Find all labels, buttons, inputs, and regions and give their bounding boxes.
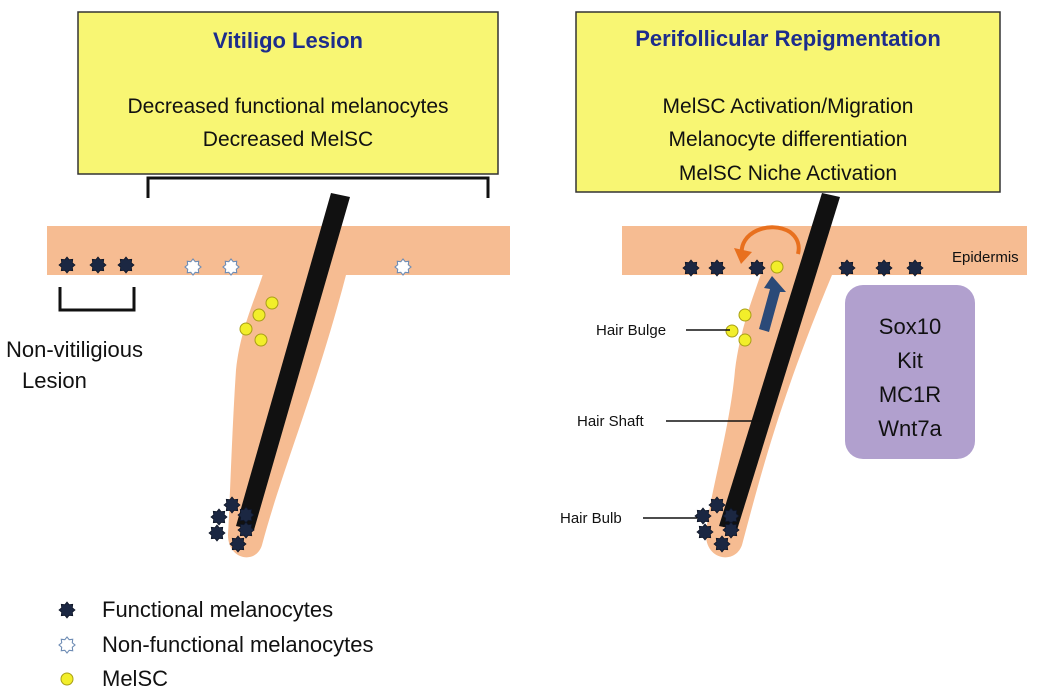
non-lesion-label-line-1: Non-vitiligious (6, 337, 143, 362)
non-lesion-label-line-2: Lesion (22, 368, 87, 393)
functional-melanocyte-icon (237, 506, 255, 524)
vitiligo-lesion-line-2: Decreased MelSC (203, 128, 373, 151)
gene-sox10: Sox10 (879, 314, 941, 339)
gene-kit: Kit (897, 348, 923, 373)
functional-melanocyte-icon (223, 496, 241, 514)
functional-melanocyte-icon (237, 521, 255, 539)
functional-melanocyte-icon (713, 535, 731, 553)
perifollicular-box (575, 11, 1001, 193)
functional-melanocyte-icon (117, 256, 135, 274)
lesion-bracket (146, 176, 490, 198)
differentiation-arrowhead-icon (734, 248, 752, 264)
left-panel: Vitiligo Lesion Decreased functional mel… (6, 11, 510, 558)
hair-bulge-label: Hair Bulge (596, 322, 666, 339)
hair-bulb-label: Hair Bulb (560, 510, 622, 527)
functional-melanocyte-icon (875, 259, 893, 277)
melsc-icon (738, 333, 752, 347)
gene-box (845, 285, 975, 459)
functional-melanocyte-icon (906, 259, 924, 277)
functional-melanocyte-icon (682, 259, 700, 277)
migration-arrow-icon (759, 276, 786, 332)
nonfunctional-melanocyte-icon (222, 258, 240, 276)
functional-melanocyte-icon (838, 259, 856, 277)
differentiation-arrow-icon (739, 225, 801, 257)
melsc-icon (738, 308, 752, 322)
legend-melsc-label: MelSC (102, 666, 168, 691)
functional-melanocyte-icon (208, 524, 226, 542)
functional-melanocyte-icon (58, 601, 76, 619)
functional-melanocyte-icon (708, 259, 726, 277)
epidermis-label: Epidermis (952, 249, 1019, 266)
melsc-icon (770, 260, 784, 274)
nonfunctional-melanocyte-icon (58, 636, 76, 654)
functional-melanocyte-icon (748, 259, 766, 277)
hair-shaft-label: Hair Shaft (577, 413, 645, 430)
legend-functional-label: Functional melanocytes (102, 597, 333, 622)
right-hair-shaft (719, 193, 840, 530)
functional-melanocyte-icon (229, 535, 247, 553)
vitiligo-lesion-line-1: Decreased functional melanocytes (127, 95, 448, 118)
melsc-icon (265, 296, 279, 310)
vitiligo-lesion-box (77, 11, 499, 175)
nonfunctional-melanocyte-icon (394, 258, 412, 276)
legend: Functional melanocytes Non-functional me… (58, 597, 373, 691)
perifollicular-line-3: MelSC Niche Activation (679, 162, 897, 185)
legend-nonfunctional-label: Non-functional melanocytes (102, 632, 373, 657)
functional-melanocyte-icon (708, 496, 726, 514)
left-hair-shaft (236, 193, 350, 530)
melsc-icon (239, 322, 253, 336)
non-lesion-bracket (58, 287, 136, 312)
perifollicular-line-2: Melanocyte differentiation (669, 128, 908, 151)
functional-melanocyte-icon (696, 523, 714, 541)
gene-mc1r: MC1R (879, 382, 941, 407)
melsc-icon (254, 333, 268, 347)
functional-melanocyte-icon (694, 507, 712, 525)
melsc-icon (60, 672, 74, 686)
functional-melanocyte-icon (722, 521, 740, 539)
right-panel: Perifollicular Repigmentation MelSC Acti… (560, 11, 1027, 558)
nonfunctional-melanocyte-icon (184, 258, 202, 276)
functional-melanocyte-icon (210, 508, 228, 526)
melsc-icon (725, 324, 739, 338)
functional-melanocyte-icon (89, 256, 107, 274)
left-epidermis-band (47, 226, 510, 275)
melsc-icon (252, 308, 266, 322)
gene-wnt7a: Wnt7a (878, 416, 942, 441)
functional-melanocyte-icon (58, 256, 76, 274)
perifollicular-line-1: MelSC Activation/Migration (663, 95, 914, 118)
perifollicular-title: Perifollicular Repigmentation (635, 26, 941, 51)
vitiligo-lesion-title: Vitiligo Lesion (213, 28, 363, 53)
